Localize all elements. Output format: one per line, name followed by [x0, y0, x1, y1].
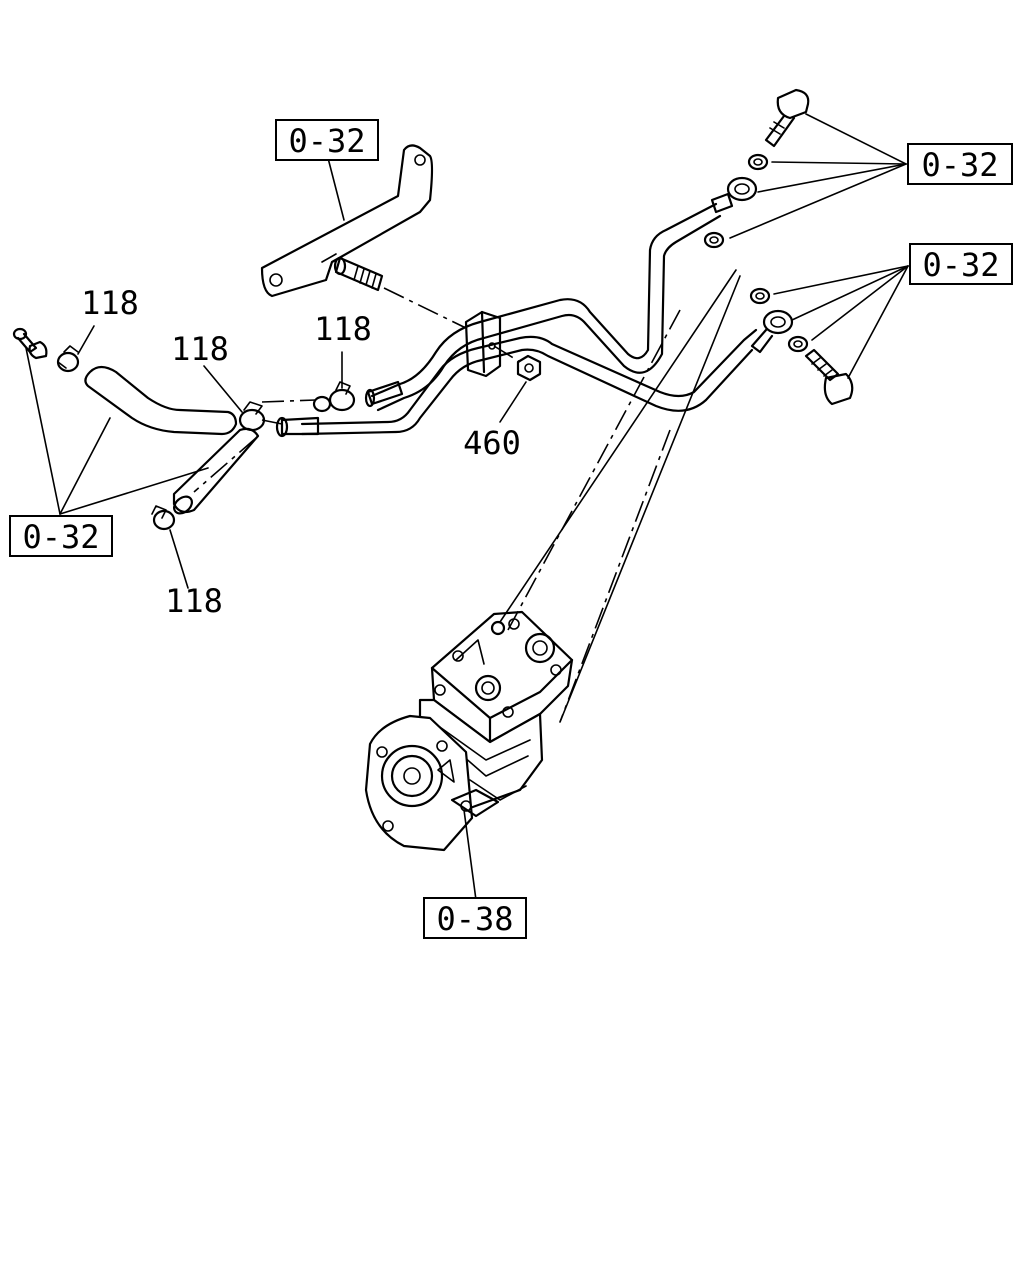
ref-callout-left: 0-32 — [9, 515, 113, 557]
ref-label: 0-38 — [436, 900, 513, 938]
ref-callout-compressor: 0-38 — [423, 897, 527, 939]
air-pipe-lower — [300, 328, 758, 436]
hose-lower — [172, 427, 260, 515]
hose-clamp-d — [151, 505, 176, 531]
ref-label: 0-32 — [22, 518, 99, 556]
hose-clamp-b — [238, 401, 266, 432]
hose-leader-2 — [261, 399, 317, 403]
banjo-bolt-upper — [764, 88, 810, 148]
ref-label: 0-32 — [921, 146, 998, 184]
washer-upper-b — [703, 231, 725, 249]
hose-clamp-e — [312, 395, 332, 413]
washer-lower-b — [787, 335, 809, 353]
banjo-fitting-lower — [750, 309, 794, 354]
hose-clamp-a — [56, 345, 80, 373]
hose-clamp-c — [328, 381, 356, 412]
bracket-stud — [333, 256, 384, 292]
ref-callout-top-right-2: 0-32 — [909, 243, 1013, 285]
part-number-460: 460 — [463, 424, 521, 462]
pipe-end-fitting-lower — [275, 416, 320, 438]
leader-lines — [25, 113, 909, 901]
part-number-118: 118 — [314, 310, 372, 348]
nut-460 — [516, 354, 542, 382]
part-number-118: 118 — [81, 284, 139, 322]
pipe-end-fitting-upper — [364, 380, 404, 408]
hose-upper — [84, 365, 238, 436]
air-pipe-upper — [370, 202, 722, 412]
banjo-bolt-lower — [804, 348, 854, 406]
part-number-118: 118 — [165, 582, 223, 620]
air-compressor — [364, 610, 574, 852]
hose-connector — [12, 327, 48, 360]
washer-lower-a — [749, 287, 771, 305]
banjo-fitting-upper — [710, 176, 758, 214]
hose-leader-1 — [261, 419, 283, 425]
mounting-bracket — [260, 144, 434, 298]
ref-callout-top-right-1: 0-32 — [907, 143, 1013, 185]
stud-leader-dashed — [383, 287, 471, 331]
part-number-118: 118 — [171, 330, 229, 368]
ref-callout-bracket: 0-32 — [275, 119, 379, 161]
washer-upper-a — [747, 153, 769, 171]
hose-leader-3 — [193, 437, 257, 493]
ref-label: 0-32 — [288, 122, 365, 160]
ref-label: 0-32 — [922, 246, 999, 284]
